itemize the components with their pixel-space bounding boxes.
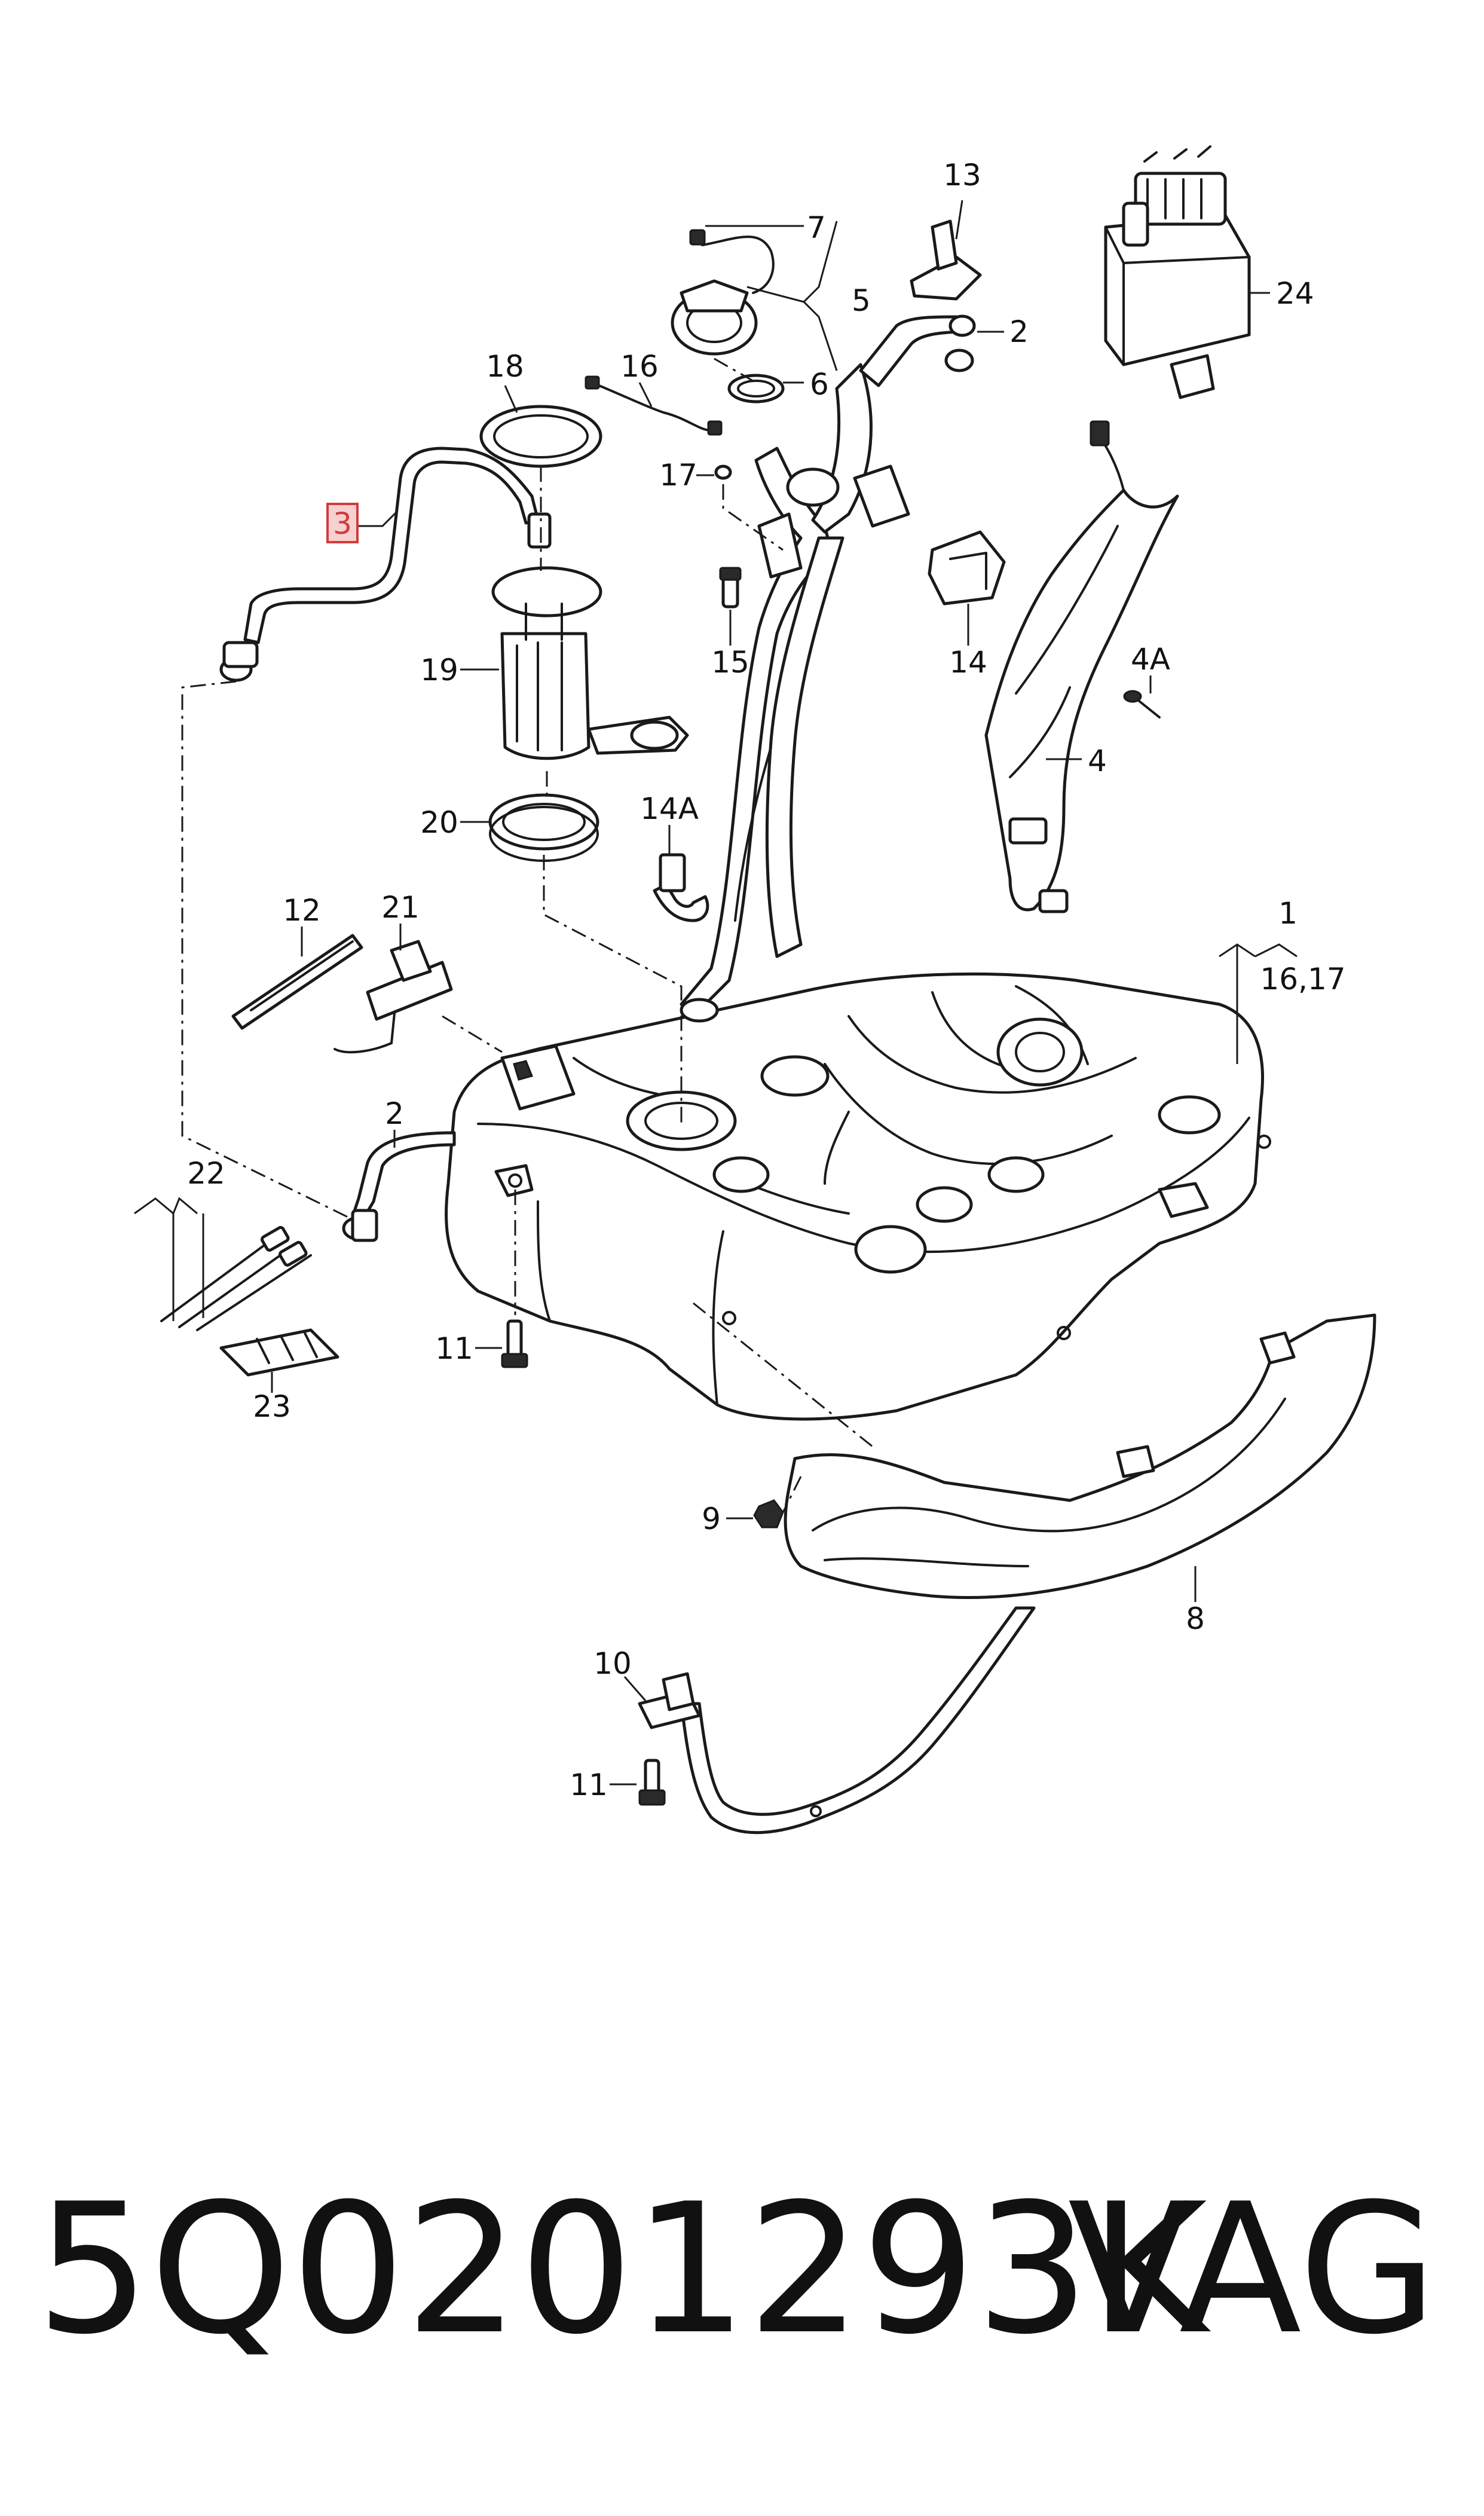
- nut-9: [753, 1499, 784, 1528]
- heat-shield-8: [784, 1313, 1376, 1600]
- assembly-leaders: [181, 357, 873, 1513]
- callout-18: 18: [486, 349, 524, 384]
- tank-strap-10: [638, 1606, 1036, 1835]
- screw-15: [719, 567, 742, 609]
- fuel-tank: [445, 972, 1271, 1421]
- bracket-13: [910, 219, 982, 301]
- callout-labels: 1 16,17 2 3 4 4A 5 6 7 8 9 10 11 11 12 1…: [187, 158, 1345, 1802]
- callout-11-lower: 11: [570, 1768, 608, 1802]
- callout-10: 10: [593, 1646, 632, 1681]
- callout-5: 5: [852, 283, 871, 318]
- fuel-line-2-lower: [342, 1131, 456, 1242]
- brand-label: VAG: [1068, 2165, 1437, 2374]
- callout-4: 4: [1088, 744, 1107, 778]
- callout-7: 7: [807, 210, 826, 245]
- seal-ring-18: [479, 405, 602, 468]
- part-number: 5Q0201293K: [36, 2165, 1213, 2374]
- callout-4a: 4A: [1131, 642, 1170, 677]
- screw-11-lower: [638, 1759, 666, 1806]
- callout-14a: 14A: [640, 791, 699, 826]
- callout-20: 20: [420, 805, 458, 840]
- callout-2-top: 2: [1009, 314, 1029, 349]
- callout-6: 6: [810, 367, 829, 402]
- heat-shield-4: [984, 420, 1179, 913]
- callout-22: 22: [187, 1156, 225, 1191]
- clip-14: [928, 530, 1006, 606]
- carbon-canister: [1104, 145, 1251, 399]
- screw-11-upper: [501, 1319, 528, 1368]
- sensor-16: [585, 375, 723, 436]
- fuel-cap-assembly: [671, 229, 785, 480]
- callout-14: 14: [949, 645, 987, 680]
- callout-8: 8: [1186, 1601, 1205, 1636]
- callout-16: 16: [620, 349, 659, 384]
- fuel-line-3: [219, 447, 552, 682]
- callout-2-lower: 2: [385, 1096, 404, 1131]
- connector-21: [333, 940, 453, 1054]
- callout-21: 21: [381, 890, 420, 925]
- callout-1: 1: [1278, 896, 1298, 931]
- callout-23: 23: [253, 1389, 291, 1424]
- callout-19: 19: [420, 653, 458, 687]
- fuel-lines-22: [160, 1225, 312, 1331]
- callout-13: 13: [943, 158, 981, 192]
- callout-12: 12: [283, 893, 321, 928]
- clip-23: [219, 1328, 339, 1377]
- filler-neck: [680, 314, 976, 1023]
- callout-11-upper: 11: [435, 1331, 473, 1366]
- callout-3: 3: [333, 506, 352, 541]
- callout-16-17: 16,17: [1260, 962, 1345, 996]
- callout-9: 9: [702, 1502, 721, 1536]
- callout-17: 17: [659, 458, 697, 493]
- callout-leaders: [134, 200, 1298, 1786]
- callout-15: 15: [711, 645, 749, 680]
- clip-14a: [653, 853, 709, 922]
- callout-3-highlight: [326, 503, 359, 543]
- lock-ring-20: [488, 793, 599, 862]
- callout-24: 24: [1276, 276, 1314, 311]
- strip-12: [231, 934, 363, 1030]
- pin-4a: [1123, 690, 1161, 719]
- fuel-pump-19: [491, 566, 689, 760]
